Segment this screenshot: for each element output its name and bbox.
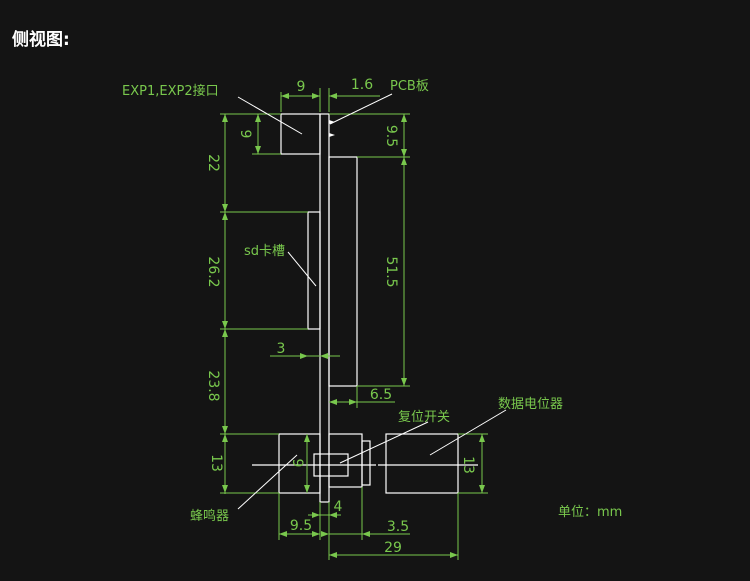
dim-sd-length: 26.2 xyxy=(205,256,221,287)
dim-buzzer-inner: 9 xyxy=(289,459,305,468)
page-title: 侧视图: xyxy=(12,30,70,50)
dim-back-part-height: 51.5 xyxy=(383,256,399,287)
dim-center-gap: 4 xyxy=(334,499,343,515)
dimension-arrows xyxy=(222,93,485,558)
label-sd-slot: sd卡槽 xyxy=(244,244,285,259)
dim-exp-width: 9 xyxy=(297,79,306,95)
label-potentiometer: 数据电位器 xyxy=(498,397,563,412)
dim-total-depth: 29 xyxy=(384,540,402,556)
label-reset-switch: 复位开关 xyxy=(398,410,450,425)
pcb-board-outline xyxy=(319,113,330,503)
dim-pot-height: 13 xyxy=(460,456,476,474)
label-exp-interface: EXP1,EXP2接口 xyxy=(122,83,219,99)
pin-marker-2 xyxy=(329,133,335,137)
back-part-outline xyxy=(328,156,358,387)
leader-lines xyxy=(237,93,507,510)
dim-gap-top: 22 xyxy=(205,154,221,172)
label-pcb-board: PCB板 xyxy=(390,79,429,94)
label-buzzer: 蜂鸣器 xyxy=(190,508,229,524)
label-unit: 单位：mm xyxy=(558,505,622,520)
reset-switch-outline xyxy=(361,440,371,486)
pin-marker-1 xyxy=(329,120,335,124)
dim-back-part-depth: 6.5 xyxy=(370,387,392,403)
dim-buzzer-offset: 9.5 xyxy=(290,518,312,534)
component-outlines xyxy=(252,113,478,503)
dim-switch-offset: 3.5 xyxy=(387,519,409,535)
exp-connector-outline xyxy=(280,113,321,155)
dim-pcb-thickness: 1.6 xyxy=(351,77,373,93)
dim-sd-depth: 3 xyxy=(277,341,286,357)
dim-gap-bottom: 23.8 xyxy=(205,370,221,401)
dim-exp-height: 9 xyxy=(237,130,253,139)
component-labels: EXP1,EXP2接口 PCB板 sd卡槽 复位开关 数据电位器 蜂鸣器 单位：… xyxy=(122,79,622,524)
buzzer-outline xyxy=(278,433,321,494)
dimension-values: 9 1.6 9 9.5 22 26.2 51.5 3 23.8 6.5 13 9… xyxy=(205,77,476,556)
dim-buzzer-height: 13 xyxy=(208,454,224,472)
potentiometer-outline xyxy=(385,433,459,494)
dim-top-offset: 9.5 xyxy=(383,125,399,147)
sd-slot-outline xyxy=(307,211,321,330)
